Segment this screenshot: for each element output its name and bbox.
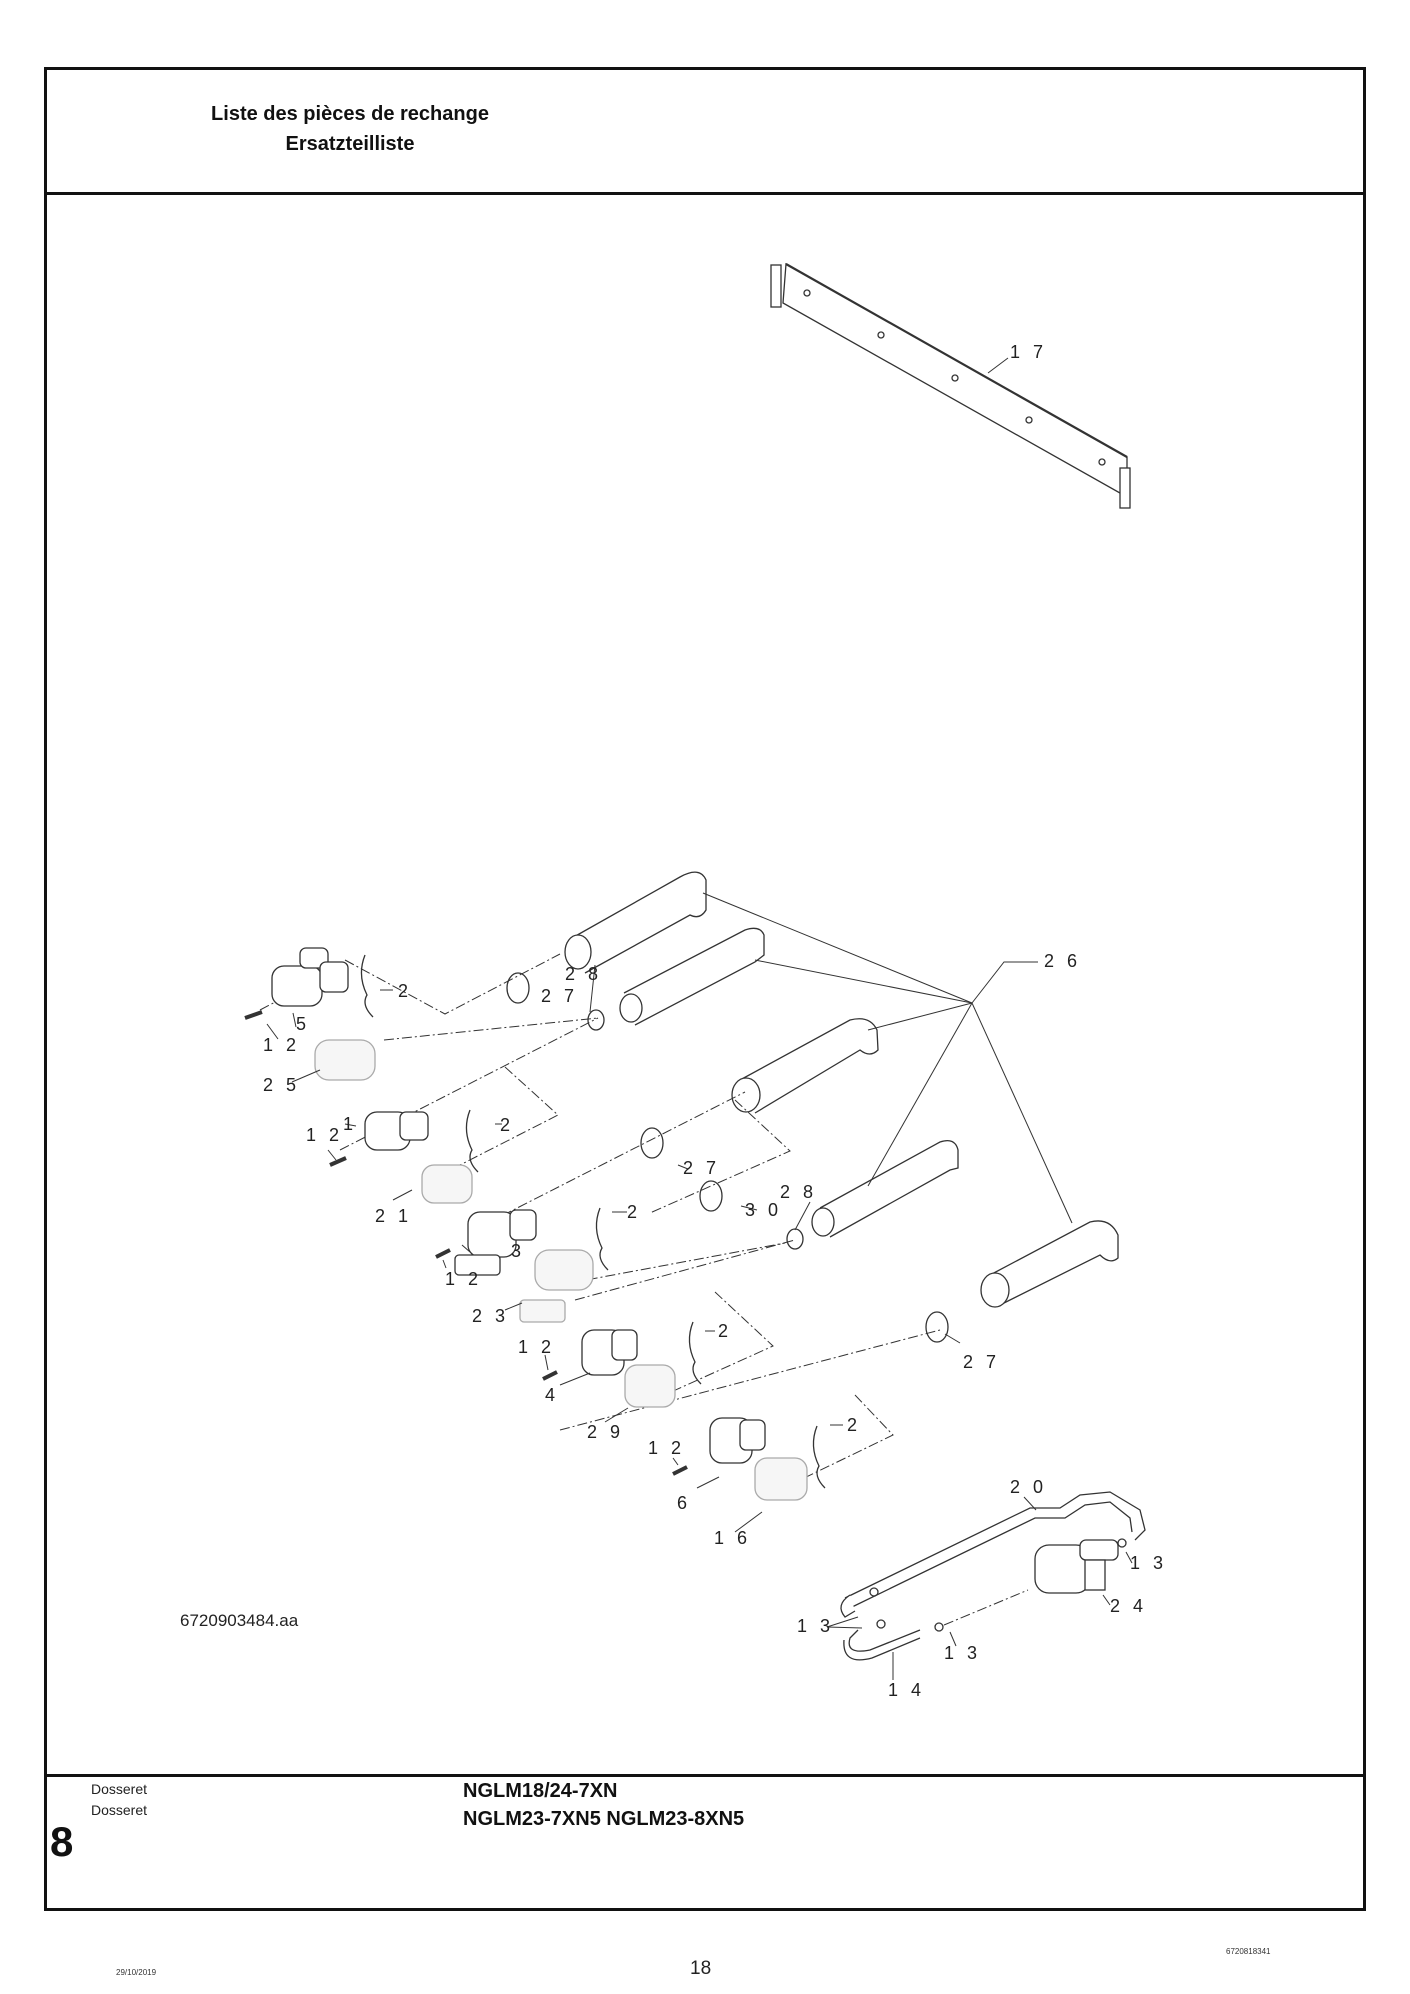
callout-28: 2 8 <box>780 1182 817 1202</box>
callout-27: 2 7 <box>683 1158 720 1178</box>
callout-2: 2 <box>847 1415 861 1435</box>
document-number: 6720818341 <box>1226 1947 1271 1956</box>
page-frame <box>44 67 1366 1911</box>
callout-2: 2 <box>500 1115 514 1135</box>
parts-20-24-14 <box>826 1491 1146 1661</box>
callout-23: 2 3 <box>472 1306 509 1326</box>
footer-divider <box>44 1774 1366 1777</box>
callout-24: 2 4 <box>1110 1596 1147 1616</box>
callout-13: 1 3 <box>1130 1553 1167 1573</box>
callout-5: 5 <box>296 1014 310 1034</box>
callout-21: 2 1 <box>375 1206 412 1226</box>
section-number: 8 <box>50 1818 74 1865</box>
washers-27-28-30 <box>506 972 949 1343</box>
callout-2: 2 <box>398 981 412 1001</box>
callout-27: 2 7 <box>541 986 578 1006</box>
callout-12: 1 2 <box>518 1337 555 1357</box>
assembly-axis-lines <box>259 953 1029 1626</box>
callout-12: 1 2 <box>445 1269 482 1289</box>
callout-30: 3 0 <box>745 1200 782 1220</box>
section-label-fr: Dosseret <box>91 1781 148 1797</box>
callout-1: 1 <box>343 1114 357 1134</box>
model-list-line-1: NGLM18/24-7XN <box>463 1780 618 1802</box>
callout-17: 1 7 <box>1010 342 1047 362</box>
page-title-fr: Liste des pièces de rechange <box>211 103 489 125</box>
callout-27: 2 7 <box>963 1352 1000 1372</box>
section-label-de: Dosseret <box>91 1802 148 1818</box>
callout-13: 1 3 <box>944 1643 981 1663</box>
callout-3: 3 <box>511 1241 525 1261</box>
callout-leaders <box>266 964 1133 1680</box>
callout-labels: 1 7 2 6 2 8 2 7 2 5 1 2 2 5 1 1 2 2 2 7 … <box>263 342 1167 1700</box>
callout-26: 2 6 <box>1044 951 1081 971</box>
callout-20: 2 0 <box>1010 1477 1047 1497</box>
callout-25: 2 5 <box>263 1075 300 1095</box>
page-title-de: Ersatzteilliste <box>285 133 415 155</box>
part-26-pipes <box>564 871 1119 1308</box>
callout-6: 6 <box>677 1493 691 1513</box>
callout-12: 1 2 <box>306 1125 343 1145</box>
callout-28: 2 8 <box>565 964 602 984</box>
callout-29: 2 9 <box>587 1422 624 1442</box>
callout-2: 2 <box>627 1202 641 1222</box>
callout-2: 2 <box>718 1321 732 1341</box>
header-divider <box>44 192 1366 195</box>
callout-12: 1 2 <box>263 1035 300 1055</box>
callout-12: 1 2 <box>648 1438 685 1458</box>
model-list-line-2: NGLM23-7XN5 NGLM23-8XN5 <box>463 1808 745 1830</box>
page-number: 18 <box>690 1958 712 1979</box>
part-17-rail <box>770 262 1131 509</box>
valve-assemblies <box>244 947 826 1501</box>
callout-13: 1 3 <box>797 1616 834 1636</box>
figure-code: 6720903484.aa <box>180 1611 299 1630</box>
print-date: 29/10/2019 <box>116 1968 157 1977</box>
callout-14: 1 4 <box>888 1680 925 1700</box>
callout-4: 4 <box>545 1385 559 1405</box>
callout-16: 1 6 <box>714 1528 751 1548</box>
